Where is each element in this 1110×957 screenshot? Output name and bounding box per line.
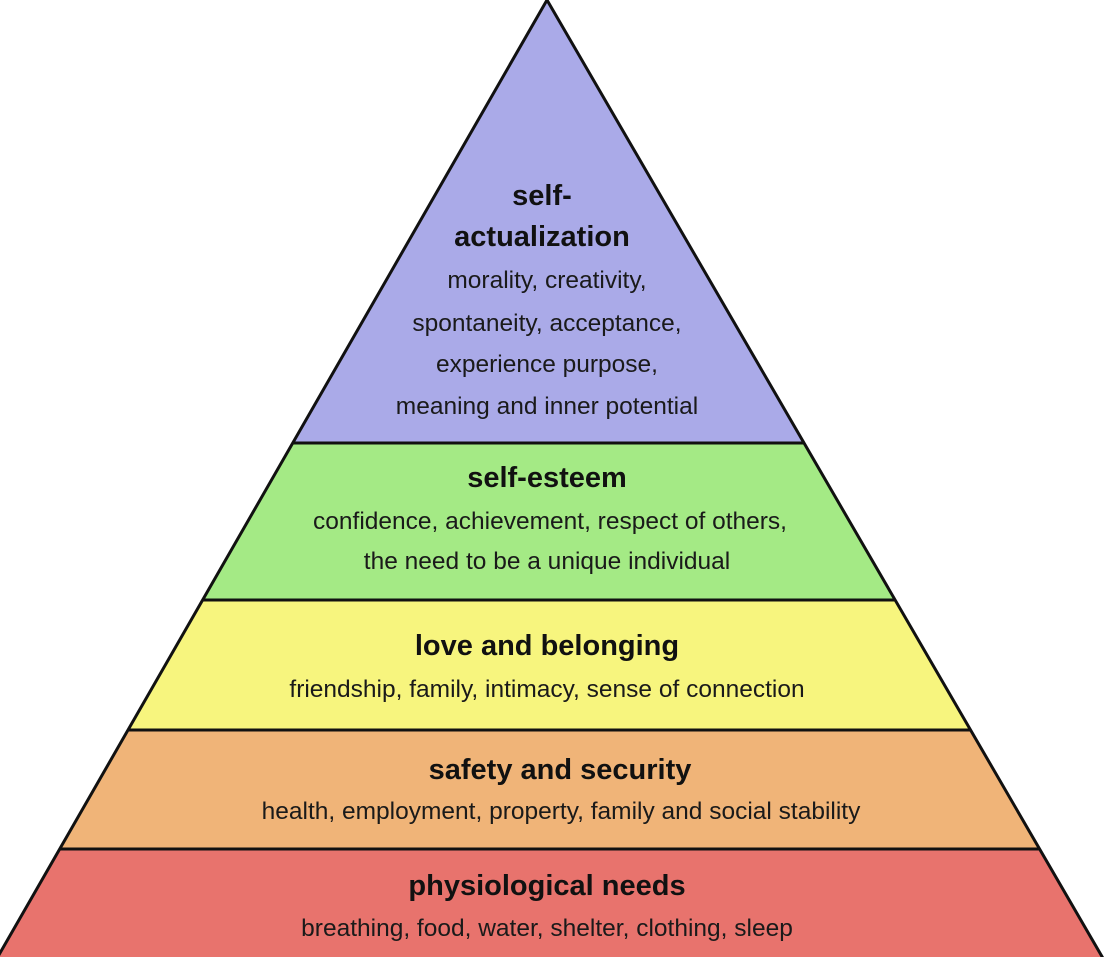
level-description: experience purpose, [436,351,658,378]
level-title: love and belonging [415,630,679,662]
level-safety [60,730,1040,849]
level-description: meaning and inner potential [396,393,698,420]
level-description: the need to be a unique individual [364,548,730,575]
level-self-esteem [203,443,896,600]
level-title: self-esteem [467,462,627,494]
level-description: confidence, achievement, respect of othe… [313,508,787,535]
level-title: self- [512,180,572,212]
level-description: friendship, family, intimacy, sense of c… [289,676,804,703]
level-physiological [0,849,1103,957]
level-description: morality, creativity, [447,267,646,294]
level-title: safety and security [429,754,692,786]
level-title: actualization [454,221,630,253]
level-description: spontaneity, acceptance, [412,310,681,337]
level-love-belonging [128,600,971,730]
level-title: physiological needs [408,870,685,902]
level-description: breathing, food, water, shelter, clothin… [301,915,793,942]
level-description: health, employment, property, family and… [262,798,861,825]
level-self-actualization [293,0,805,443]
